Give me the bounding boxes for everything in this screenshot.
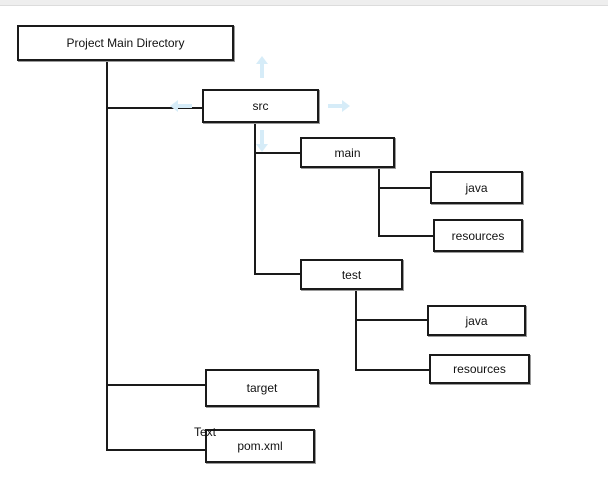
- node-target[interactable]: target: [205, 369, 319, 407]
- node-label: pom.xml: [237, 439, 283, 453]
- node-test-java[interactable]: java: [427, 305, 526, 336]
- node-main-java[interactable]: java: [430, 171, 523, 204]
- node-main-resources[interactable]: resources: [433, 219, 523, 252]
- arrow-up-icon: [256, 56, 268, 78]
- node-test-resources[interactable]: resources: [429, 354, 530, 384]
- arrow-left-icon: [170, 100, 192, 112]
- node-label: test: [341, 267, 362, 282]
- floating-text-label[interactable]: Text: [194, 425, 217, 439]
- selection-hover-arrows: [170, 56, 350, 152]
- node-label: main: [334, 145, 361, 160]
- node-label: resources: [451, 228, 505, 243]
- connector-main-to-resources: [378, 188, 434, 237]
- node-label: resources: [453, 362, 506, 376]
- node-test[interactable]: test: [300, 259, 403, 290]
- connector-test-to-java: [355, 290, 428, 321]
- connector-test-to-resources: [355, 320, 430, 371]
- node-label: src: [252, 99, 269, 113]
- connector-src-to-test: [254, 153, 301, 275]
- node-label: java: [465, 313, 488, 328]
- node-project-main-directory[interactable]: Project Main Directory: [17, 25, 234, 61]
- node-src[interactable]: src: [202, 89, 319, 123]
- arrow-down-icon: [256, 130, 268, 152]
- arrow-right-icon: [328, 100, 350, 112]
- canvas-top-border: [0, 0, 608, 6]
- connector-main-to-java: [378, 166, 431, 189]
- node-main[interactable]: main: [300, 137, 395, 168]
- node-pom-xml[interactable]: pom.xml: [205, 429, 315, 463]
- node-label: java: [465, 180, 488, 195]
- node-label: target: [246, 381, 278, 395]
- node-label: Project Main Directory: [66, 36, 185, 50]
